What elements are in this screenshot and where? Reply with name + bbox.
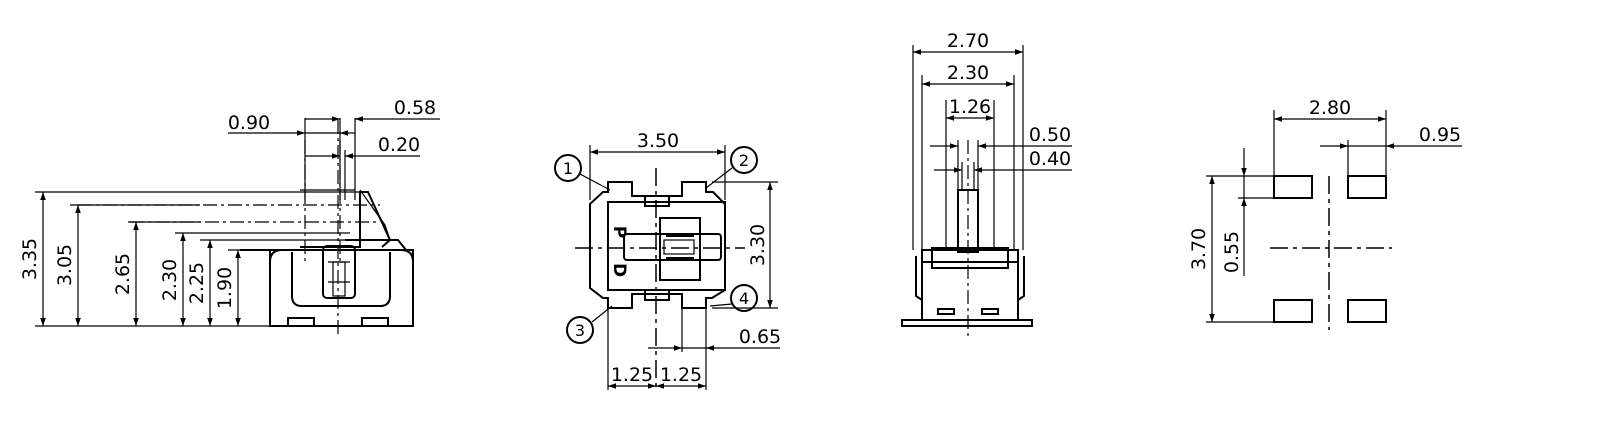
- top-view-pin-labels: 1 2 3 4: [554, 146, 758, 344]
- dim-1-26: 1.26: [949, 96, 991, 118]
- dim-2-80: 2.80: [1309, 97, 1351, 119]
- dim-0-58: 0.58: [394, 97, 436, 119]
- dim-1-90: 1.90: [214, 267, 236, 309]
- dim-0-65: 0.65: [739, 326, 781, 348]
- dim-2-30: 2.30: [159, 259, 181, 301]
- side-view-dimensions: 3.35 3.05 2.65 2.30 2.25 1.90 0.90 0.58 …: [19, 97, 440, 327]
- side-view-body: [78, 120, 414, 335]
- pin-3-label: 3: [575, 321, 585, 340]
- pin-1-label: 1: [563, 159, 573, 178]
- dim-2-65: 2.65: [112, 253, 134, 295]
- front-view: 2.70 2.30 1.26 0.50 0.40: [901, 30, 1072, 340]
- dim-3-50: 3.50: [637, 130, 679, 152]
- mark-p: P: [609, 226, 629, 238]
- side-view: 3.35 3.05 2.65 2.30 2.25 1.90 0.90 0.58 …: [19, 97, 440, 335]
- dim-2-70: 2.70: [947, 30, 989, 52]
- top-view: P D 1 2 3 4 3.50 3.30: [554, 130, 781, 390]
- front-view-body: [901, 100, 1033, 340]
- dim-0-55: 0.55: [1221, 231, 1243, 273]
- front-view-dimensions: 2.70 2.30 1.26 0.50 0.40: [912, 30, 1072, 250]
- dim-3-30: 3.30: [747, 224, 769, 266]
- dim-0-95: 0.95: [1419, 124, 1461, 146]
- dim-2-25: 2.25: [186, 262, 208, 304]
- dim-0-40: 0.40: [1029, 148, 1071, 170]
- dim-3-70: 3.70: [1188, 228, 1210, 270]
- footprint-pads: [1270, 175, 1392, 330]
- dim-3-35: 3.35: [19, 238, 41, 280]
- dim-1-25-left: 1.25: [611, 364, 653, 386]
- top-view-body: P D: [575, 168, 745, 390]
- pin-4-label: 4: [739, 289, 749, 308]
- footprint-dimensions: 2.80 0.95 3.70 0.55: [1188, 97, 1462, 323]
- dim-0-50: 0.50: [1029, 124, 1071, 146]
- dim-3-05: 3.05: [54, 244, 76, 286]
- pin-2-label: 2: [739, 151, 749, 170]
- footprint-view: 2.80 0.95 3.70 0.55: [1188, 97, 1462, 330]
- dim-0-20: 0.20: [378, 134, 420, 156]
- dim-2-30-front: 2.30: [947, 62, 989, 84]
- mark-d: D: [609, 263, 629, 277]
- top-view-dimensions: 3.50 3.30 1.25 1.25 0.65: [589, 130, 781, 390]
- dim-1-25-right: 1.25: [660, 364, 702, 386]
- dim-0-90: 0.90: [228, 112, 270, 134]
